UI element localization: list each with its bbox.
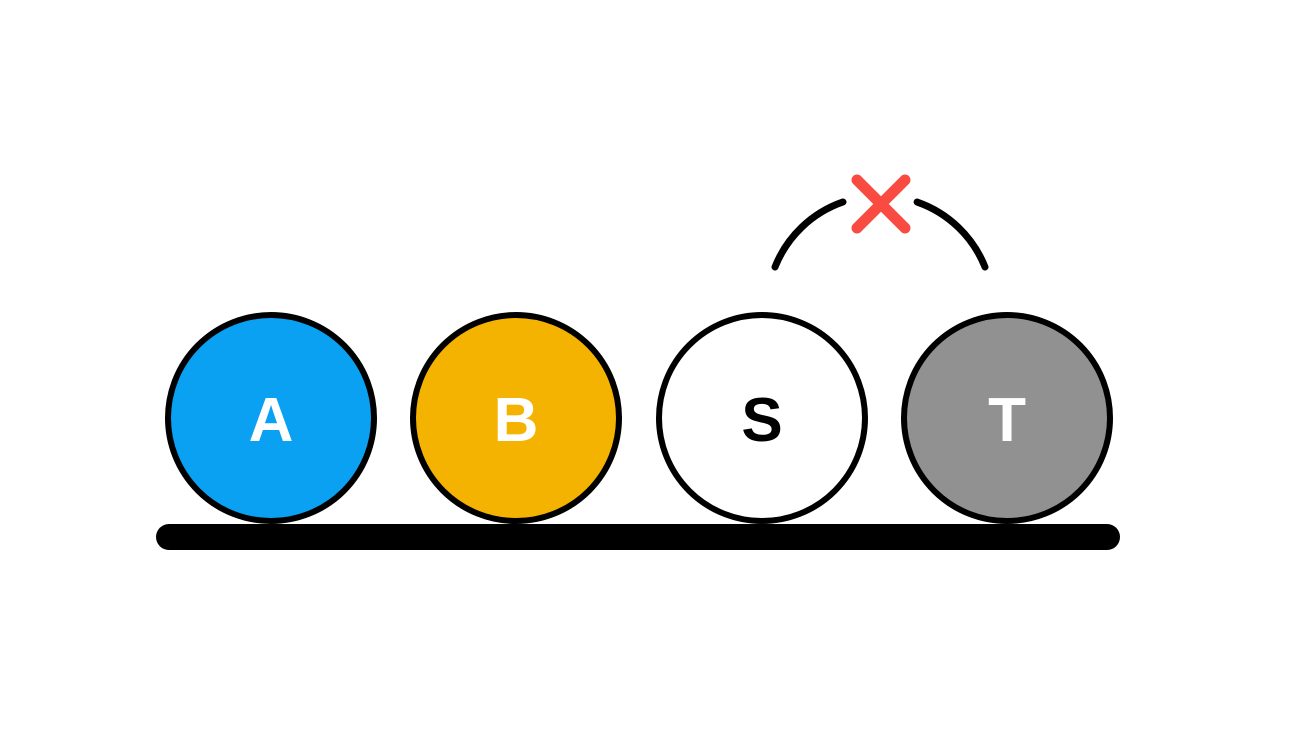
ball-a-label: A bbox=[249, 386, 294, 455]
ball-a: A bbox=[165, 312, 377, 524]
ground-line bbox=[156, 524, 1120, 550]
ball-s-label: S bbox=[741, 386, 782, 455]
ball-b: B bbox=[410, 312, 622, 524]
ball-b-circle bbox=[410, 312, 622, 524]
ball-t-circle bbox=[901, 312, 1113, 524]
ball-b-label: B bbox=[494, 386, 539, 455]
x-mark-stroke-2 bbox=[851, 174, 911, 234]
jump-arc bbox=[771, 192, 989, 271]
ball-a-circle bbox=[165, 312, 377, 524]
ball-s-circle bbox=[656, 312, 868, 524]
ball-t-label: T bbox=[988, 386, 1026, 455]
x-mark-icon bbox=[851, 174, 911, 234]
ball-t: T bbox=[901, 312, 1113, 524]
ball-s: S bbox=[656, 312, 868, 524]
